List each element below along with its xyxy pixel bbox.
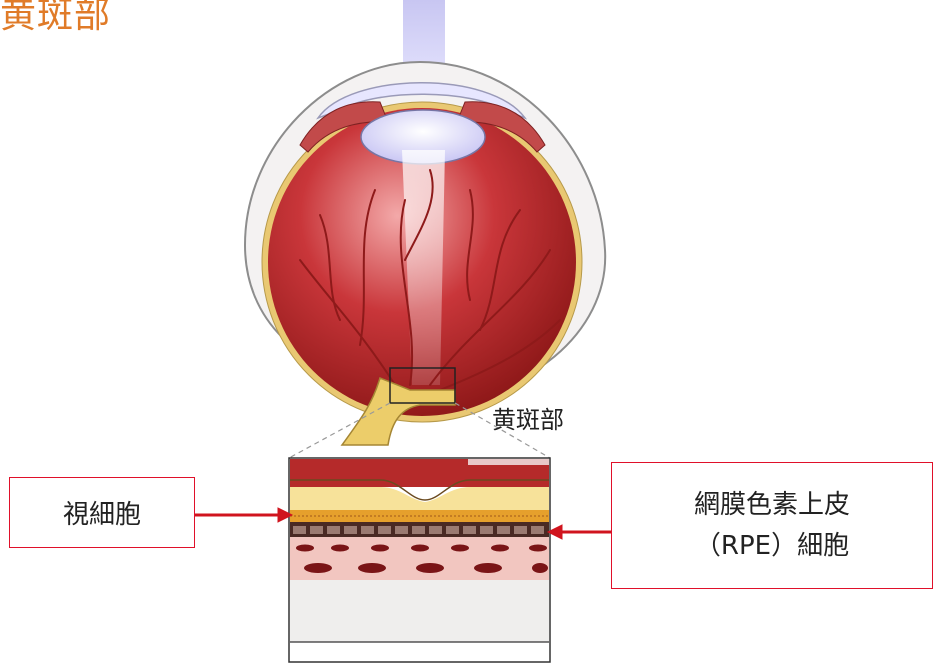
rpe-label-line1: 網膜色素上皮 bbox=[694, 485, 850, 525]
rpe-label-box: 網膜色素上皮 （RPE）細胞 bbox=[611, 462, 933, 589]
retina-cross-section bbox=[289, 458, 550, 662]
choroid-layer bbox=[290, 537, 549, 580]
photoreceptor-label: 視細胞 bbox=[63, 494, 141, 531]
rpe-label-line2: （RPE）細胞 bbox=[695, 526, 849, 566]
photoreceptor-label-box: 視細胞 bbox=[9, 477, 195, 548]
macula-label: 黄斑部 bbox=[492, 400, 564, 435]
arrow-rpe bbox=[548, 525, 611, 539]
arrow-photoreceptor bbox=[193, 508, 292, 522]
